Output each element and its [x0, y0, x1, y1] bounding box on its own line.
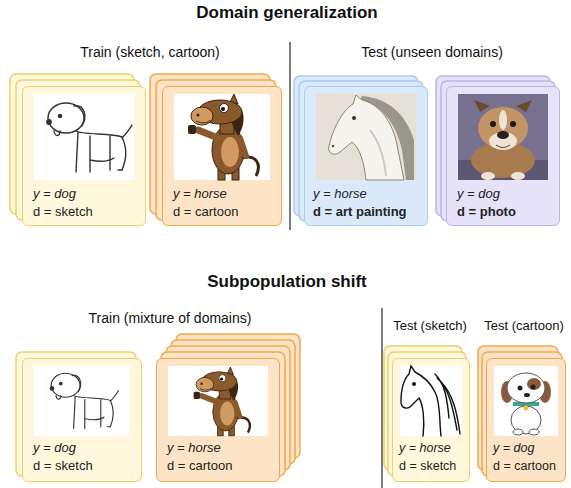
- horse-painting: [370, 130, 386, 176]
- card-stack: [400, 366, 462, 436]
- card-stack: [22, 86, 146, 226]
- card-stack: [168, 366, 268, 436]
- split-label: Test (sketch): [393, 318, 467, 334]
- horse-painting: [316, 94, 416, 180]
- horse-sketch: [413, 383, 416, 386]
- dog-cartoon: [524, 406, 529, 411]
- dog-photo: [489, 132, 517, 150]
- dog-cartoon: [531, 385, 536, 390]
- image-card: y = dogd = sketch: [22, 358, 142, 482]
- dog-photo: [516, 100, 532, 112]
- card-stack: [392, 358, 470, 482]
- card-stack: [174, 94, 270, 180]
- horse-cartoon: [188, 94, 258, 180]
- card-stack: [304, 86, 428, 226]
- card-stack: [436, 76, 560, 226]
- horse-cartoon: [194, 367, 250, 436]
- class-label: y = dog: [493, 439, 534, 457]
- card-stack: [486, 358, 566, 482]
- dog-photo: [496, 145, 510, 148]
- image-card: y = dogd = cartoon: [486, 358, 566, 482]
- dog-cartoon: [518, 386, 523, 391]
- image-card: y = horsed = cartoon: [156, 358, 280, 482]
- card-stack: [446, 86, 560, 226]
- card-stack: [156, 334, 300, 482]
- domain-label: d = photo: [457, 203, 516, 221]
- divider-line: [381, 308, 382, 488]
- card-stack: [34, 366, 130, 436]
- card-stack: [150, 74, 282, 226]
- dog-photo: [499, 110, 507, 130]
- image-card: y = horsed = art painting: [304, 86, 428, 226]
- split-label: Train (sketch, cartoon): [80, 44, 220, 61]
- dog-cartoon: [513, 429, 523, 435]
- horse-painting: [316, 94, 416, 180]
- dog-photo: [458, 94, 548, 180]
- class-label: y = dog: [33, 439, 76, 457]
- dog-photo: [481, 172, 495, 180]
- domain-label: d = cartoon: [167, 457, 232, 475]
- card-stack: [384, 346, 470, 482]
- split-label: Test (unseen domains): [361, 44, 503, 61]
- section-title: Subpopulation shift: [207, 272, 367, 292]
- split-label: Train (mixture of domains): [89, 310, 252, 327]
- dog-cartoon: [511, 406, 541, 434]
- dog-cartoon: [529, 429, 539, 435]
- card-stack: [10, 74, 146, 226]
- image-card: y = dogd = sketch: [22, 86, 146, 226]
- card-stack: [22, 358, 142, 482]
- dog-photo: [458, 94, 548, 180]
- card-stack: [34, 94, 134, 180]
- class-label: y = horse: [173, 185, 227, 203]
- card-stack: [478, 346, 566, 482]
- split-label: Test (cartoon): [484, 318, 563, 334]
- dog-sketch: [50, 373, 118, 428]
- domain-label: d = art painting: [313, 203, 407, 221]
- card-stack: [294, 76, 428, 226]
- domain-label: d = cartoon: [493, 457, 556, 475]
- domain-label: d = sketch: [33, 457, 93, 475]
- dog-photo: [511, 172, 525, 180]
- dog-cartoon: [524, 393, 530, 397]
- domain-label: d = sketch: [33, 203, 93, 221]
- divider-line: [289, 42, 290, 230]
- dog-photo: [497, 131, 509, 139]
- domain-label: d = sketch: [399, 457, 456, 475]
- image-card: y = dogd = photo: [446, 86, 560, 226]
- dog-photo: [471, 142, 535, 178]
- card-stack: [494, 366, 558, 436]
- dog-photo: [474, 100, 490, 112]
- domain-label: d = cartoon: [173, 203, 238, 221]
- horse-sketch: [401, 366, 460, 436]
- card-stack: [16, 352, 142, 482]
- class-label: y = horse: [399, 439, 451, 457]
- dog-photo: [490, 121, 496, 127]
- horse-painting: [332, 145, 335, 148]
- dog-cartoon: [501, 373, 551, 435]
- section-title: Domain generalization: [196, 3, 377, 23]
- dog-cartoon: [527, 378, 541, 390]
- horse-painting: [352, 116, 356, 120]
- dog-sketch: [47, 103, 132, 172]
- class-label: y = dog: [33, 185, 76, 203]
- card-stack: [162, 86, 282, 226]
- horse-painting: [329, 95, 404, 180]
- horse-sketch: [401, 366, 441, 436]
- dog-cartoon: [507, 373, 545, 403]
- dog-photo: [510, 121, 516, 127]
- class-label: y = horse: [167, 439, 221, 457]
- class-label: y = dog: [457, 185, 500, 203]
- dog-photo: [478, 107, 528, 149]
- horse-sketch: [435, 374, 449, 418]
- class-label: y = horse: [313, 185, 367, 203]
- card-stack: [156, 358, 280, 482]
- image-card: y = horsed = sketch: [392, 358, 470, 482]
- image-card: y = horsed = cartoon: [162, 86, 282, 226]
